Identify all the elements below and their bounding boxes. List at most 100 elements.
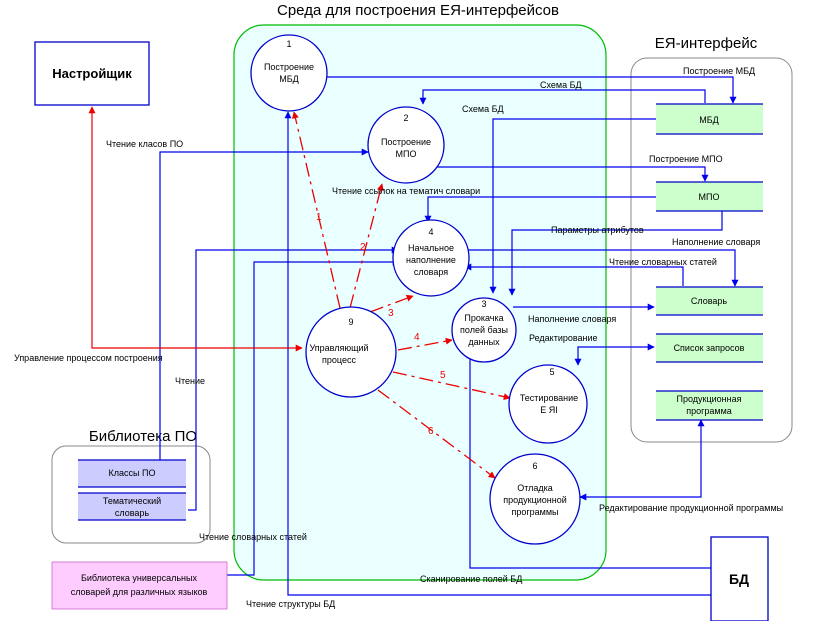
- label-editing: Редактирование: [529, 333, 598, 343]
- process-5-line2: Е ЯІ: [540, 405, 558, 415]
- process-4[interactable]: 4 Начальное наполнение словаря: [392, 219, 470, 297]
- process-1[interactable]: 1 Построение МБД: [250, 34, 328, 112]
- process-2-number: 2: [403, 113, 408, 123]
- process-6-number: 6: [532, 461, 537, 471]
- entity-universal-line2: словарей для различных языков: [71, 587, 208, 597]
- lib-stores: Классы ПО Тематический словарь: [78, 459, 186, 521]
- control-flow-label-2: 2: [360, 242, 366, 253]
- process-2-line1: Построение: [381, 137, 431, 147]
- entity-universal-line1: Библиотека универсальных: [81, 573, 198, 583]
- store-thematic[interactable]: Тематический словарь: [78, 492, 186, 521]
- store-queries[interactable]: Список запросов: [656, 333, 763, 363]
- store-production-line1: Продукционная: [677, 394, 742, 404]
- label-reading: Чтение: [175, 376, 205, 386]
- env-group: Среда для построения ЕЯ-интерфейсов: [233, 2, 607, 581]
- process-2[interactable]: 2 Построение МПО: [367, 106, 445, 184]
- label-read-refs: Чтение ссылок на тематич словари: [332, 186, 480, 196]
- control-flows: [88, 106, 511, 479]
- control-flow-label-3: 3: [388, 308, 394, 319]
- flow-attr-params: [508, 211, 723, 296]
- process-3-number: 3: [481, 299, 486, 309]
- store-classes[interactable]: Классы ПО: [78, 459, 186, 488]
- process-9-number: 9: [348, 317, 353, 327]
- process-6-line3: программы: [511, 507, 558, 517]
- process-5-line1: Тестирование: [520, 393, 578, 403]
- label-control: Управление процессом построения: [14, 353, 163, 363]
- control-flow-label-4: 4: [414, 332, 420, 343]
- store-production-line2: программа: [686, 406, 732, 416]
- label-schema-bd-1: Схема БД: [540, 80, 582, 90]
- label-build-mpo: Построение МПО: [649, 154, 723, 164]
- flow-read-entries-2: [227, 258, 400, 576]
- store-production[interactable]: Продукционная программа: [656, 390, 763, 421]
- lib-title: Библиотека ПО: [89, 428, 197, 445]
- entity-db-label: БД: [729, 571, 749, 587]
- process-5-number: 5: [549, 367, 554, 377]
- store-mpo[interactable]: МПО: [656, 181, 763, 212]
- label-edit-prod: Редактирование продукционной программы: [599, 503, 783, 513]
- flow-read-entries-1: [464, 263, 684, 286]
- store-classes-label: Классы ПО: [109, 468, 156, 478]
- process-4-line1: Начальное: [408, 243, 454, 253]
- process-3-line2: полей базы: [460, 325, 508, 335]
- process-6-line1: Отладка: [517, 483, 553, 493]
- label-schema-bd-2: Схема БД: [462, 104, 504, 114]
- flow-control: [88, 106, 303, 352]
- store-mbd[interactable]: МБД: [656, 103, 763, 135]
- process-6[interactable]: 6 Отладка продукционной программы: [489, 453, 581, 545]
- process-5[interactable]: 5 Тестирование Е ЯІ: [508, 364, 588, 444]
- control-flow-label-6: 6: [428, 426, 434, 437]
- env-title: Среда для построения ЕЯ-интерфейсов: [277, 2, 559, 19]
- store-queries-label: Список запросов: [674, 343, 745, 353]
- flow-edit-prod: [579, 419, 705, 501]
- entity-db[interactable]: БД: [710, 536, 769, 621]
- label-read-entries-2: Чтение словарных статей: [199, 532, 307, 542]
- flow-fill-dict-1: [460, 249, 739, 287]
- nli-title: ЕЯ-интерфейс: [655, 35, 758, 52]
- control-flow-label-1: 1: [316, 212, 322, 223]
- process-4-number: 4: [428, 227, 433, 237]
- store-mbd-label: МБД: [699, 115, 719, 125]
- label-attr-params: Параметры атрибутов: [551, 225, 644, 235]
- process-9[interactable]: 9 Управляющий процесс: [305, 306, 397, 398]
- process-1-number: 1: [286, 39, 291, 49]
- process-4-line2: наполнение: [406, 255, 456, 265]
- entity-tuner-label: Настройщик: [52, 66, 132, 81]
- control-flow-numbers: 1 2 3 4 5 6: [316, 212, 446, 437]
- entity-universal-dicts[interactable]: Библиотека универсальных словарей для ра…: [51, 561, 228, 610]
- label-read-classes: Чтение класов ПО: [106, 139, 183, 149]
- process-1-line2: МБД: [279, 74, 299, 84]
- process-3-line3: данных: [468, 337, 500, 347]
- store-thematic-line1: Тематический: [103, 496, 161, 506]
- label-read-entries-1: Чтение словарных статей: [609, 257, 717, 267]
- label-fill-dict-2: Наполнение словаря: [528, 314, 616, 324]
- process-9-line1: Управляющий: [309, 343, 368, 353]
- control-flow-3: [369, 294, 414, 313]
- store-dictionary-label: Словарь: [691, 296, 728, 306]
- label-scan-fields: Сканирование полей БД: [420, 574, 522, 584]
- process-9-line2: процесс: [322, 355, 356, 365]
- control-flow-1: [292, 111, 341, 309]
- control-flow-5: [392, 371, 511, 401]
- nli-stores: МБД МПО Словарь Список запросов Продукци…: [656, 103, 763, 421]
- processes: 1 Построение МБД 2 Построение МПО 4 Нача…: [250, 34, 588, 545]
- process-3-line1: Прокачка: [464, 313, 503, 323]
- process-2-line2: МПО: [396, 149, 417, 159]
- control-flow-2: [349, 183, 384, 309]
- process-3[interactable]: 3 Прокачка полей базы данных: [451, 297, 517, 363]
- flow-editing: [574, 343, 655, 366]
- store-dictionary[interactable]: Словарь: [656, 286, 763, 316]
- flow-build-mbd: [327, 76, 737, 104]
- flow-schema-bd-1: [419, 89, 706, 105]
- flow-build-mpo: [435, 166, 709, 182]
- flow-labels: Построение МБД Схема БД Схема БД Построе…: [14, 66, 783, 609]
- entity-tuner[interactable]: Настройщик: [34, 41, 150, 106]
- flow-scan-fields: [466, 351, 711, 569]
- store-thematic-line2: словарь: [115, 508, 150, 518]
- flow-schema-bd-2: [489, 118, 656, 294]
- label-build-mbd: Построение МБД: [683, 66, 755, 76]
- flow-read-refs: [424, 196, 656, 223]
- process-4-line3: словаря: [414, 267, 448, 277]
- label-fill-dict-1: Наполнение словаря: [672, 237, 760, 247]
